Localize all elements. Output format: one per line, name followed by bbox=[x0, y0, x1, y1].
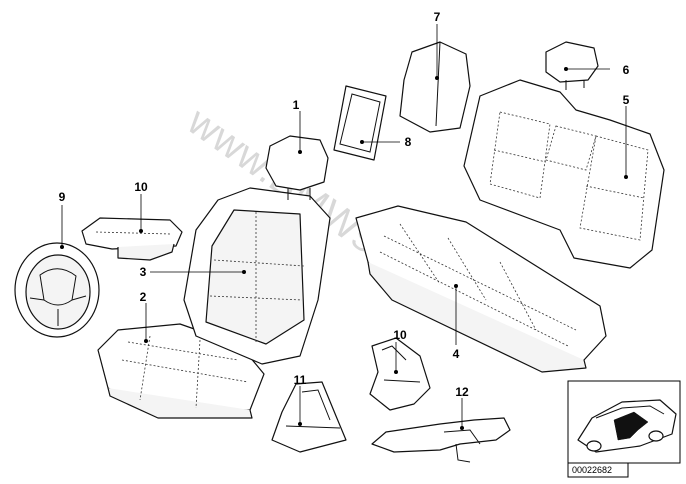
callout-10-armrest: 10 bbox=[134, 180, 148, 194]
callout-5: 5 bbox=[623, 93, 630, 107]
callout-7: 7 bbox=[434, 10, 441, 24]
callout-6: 6 bbox=[623, 63, 630, 77]
callout-12: 12 bbox=[455, 385, 469, 399]
part-rear-seat-cushion bbox=[355, 205, 607, 373]
part-steering-wheel bbox=[14, 242, 100, 338]
document-number: 00022682 bbox=[572, 465, 612, 475]
callout-3: 3 bbox=[140, 265, 147, 279]
leader-lines bbox=[60, 24, 628, 430]
callout-1: 1 bbox=[293, 98, 300, 112]
callout-8: 8 bbox=[405, 135, 412, 149]
part-rear-backrest bbox=[463, 79, 665, 269]
car-location-inset: 00022682 bbox=[567, 380, 681, 478]
part-seat-backrest bbox=[183, 187, 331, 365]
part-headrest-cushion bbox=[399, 41, 471, 133]
part-handbrake-boot bbox=[271, 381, 347, 453]
callout-10-boot: 11 bbox=[294, 373, 307, 387]
callout-9: 9 bbox=[59, 190, 66, 204]
callout-11: 10 bbox=[393, 328, 407, 342]
part-armrest bbox=[81, 217, 183, 261]
part-rear-headrest bbox=[545, 41, 599, 90]
part-headrest-front bbox=[265, 135, 329, 200]
part-shift-boot bbox=[369, 337, 431, 411]
part-side-panel bbox=[333, 85, 387, 161]
callout-2: 2 bbox=[140, 290, 147, 304]
part-handbrake-lever bbox=[371, 417, 511, 463]
callout-4: 4 bbox=[453, 347, 460, 361]
